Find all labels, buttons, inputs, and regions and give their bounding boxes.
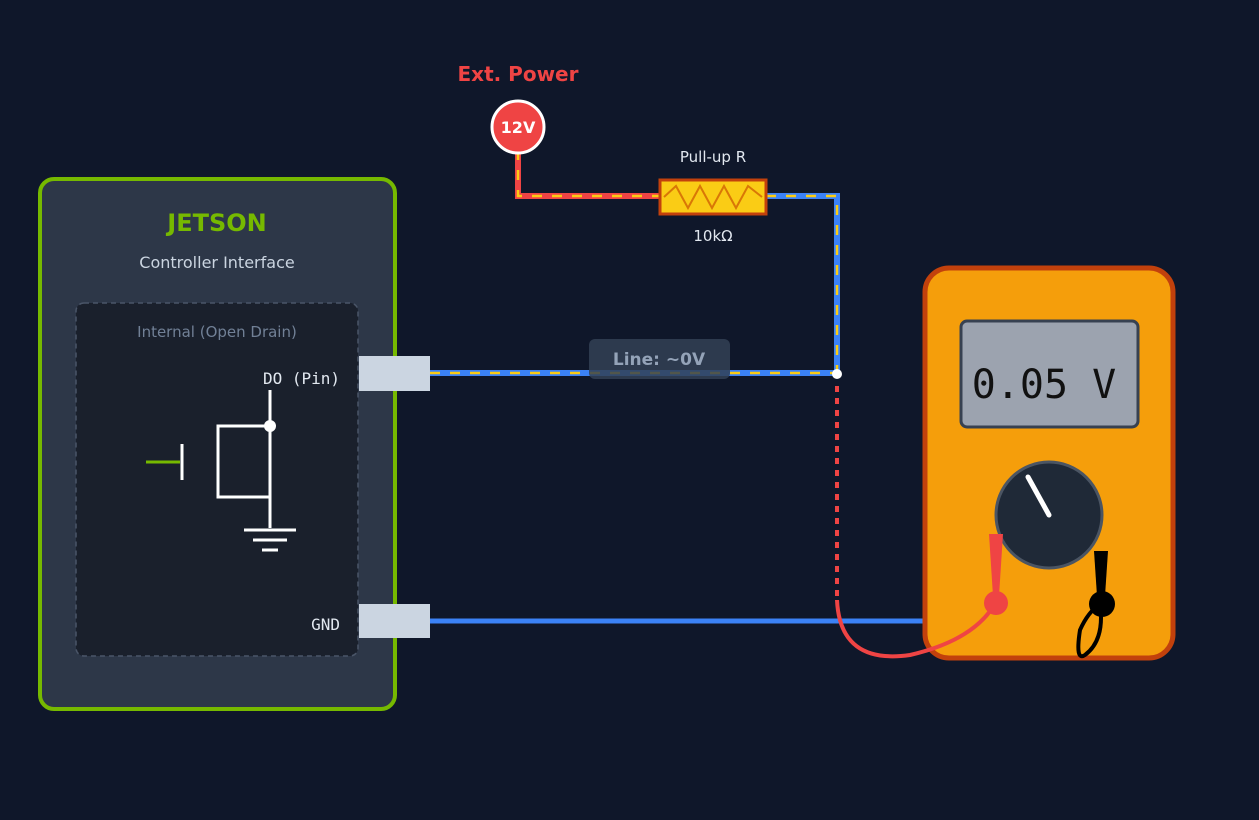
jetson-title: JETSON [165,209,266,237]
mosfet-icon [146,390,276,528]
power-wire-flow [516,150,660,198]
multimeter-display [959,319,1140,429]
power-wire [515,150,660,199]
line-label-badge: Line: ~0V [589,339,730,379]
resistor-value: 10kΩ [693,227,732,245]
resistor-zigzag-icon [663,183,763,211]
power-voltage-label: 12V [501,118,536,137]
multimeter-reading: 0.05 V [972,362,1117,408]
power-source-circle[interactable] [490,99,546,155]
ground-icon [244,528,296,552]
internal-label: Internal (Open Drain) [137,323,297,341]
pin-do-label: DO (Pin) [263,369,340,388]
junction-node [832,369,842,379]
pullup-wire [766,193,840,374]
gnd-pin-terminal[interactable] [359,604,430,638]
pullup-wire-flow [766,194,839,374]
pullup-resistor: Pull-up R 10kΩ [658,148,768,245]
pin-gnd-label: GND [311,615,340,634]
ext-power-source: Ext. Power 12V [458,62,579,155]
jetson-module: JETSON Controller Interface Internal (Op… [38,177,430,711]
dial-icon[interactable] [994,460,1104,570]
red-probe-lead [835,380,998,659]
black-probe-lead [1076,602,1103,659]
black-probe-icon[interactable] [1089,551,1115,617]
line-label: Line: ~0V [613,350,706,370]
line-label-bg [589,339,730,379]
ext-power-title: Ext. Power [458,62,579,86]
jetson-subtitle: Controller Interface [139,253,294,272]
multimeter: 0.05 V [835,265,1176,661]
resistor-label: Pull-up R [680,148,746,166]
red-probe-icon[interactable] [984,534,1008,615]
do-pin-terminal[interactable] [359,356,430,391]
